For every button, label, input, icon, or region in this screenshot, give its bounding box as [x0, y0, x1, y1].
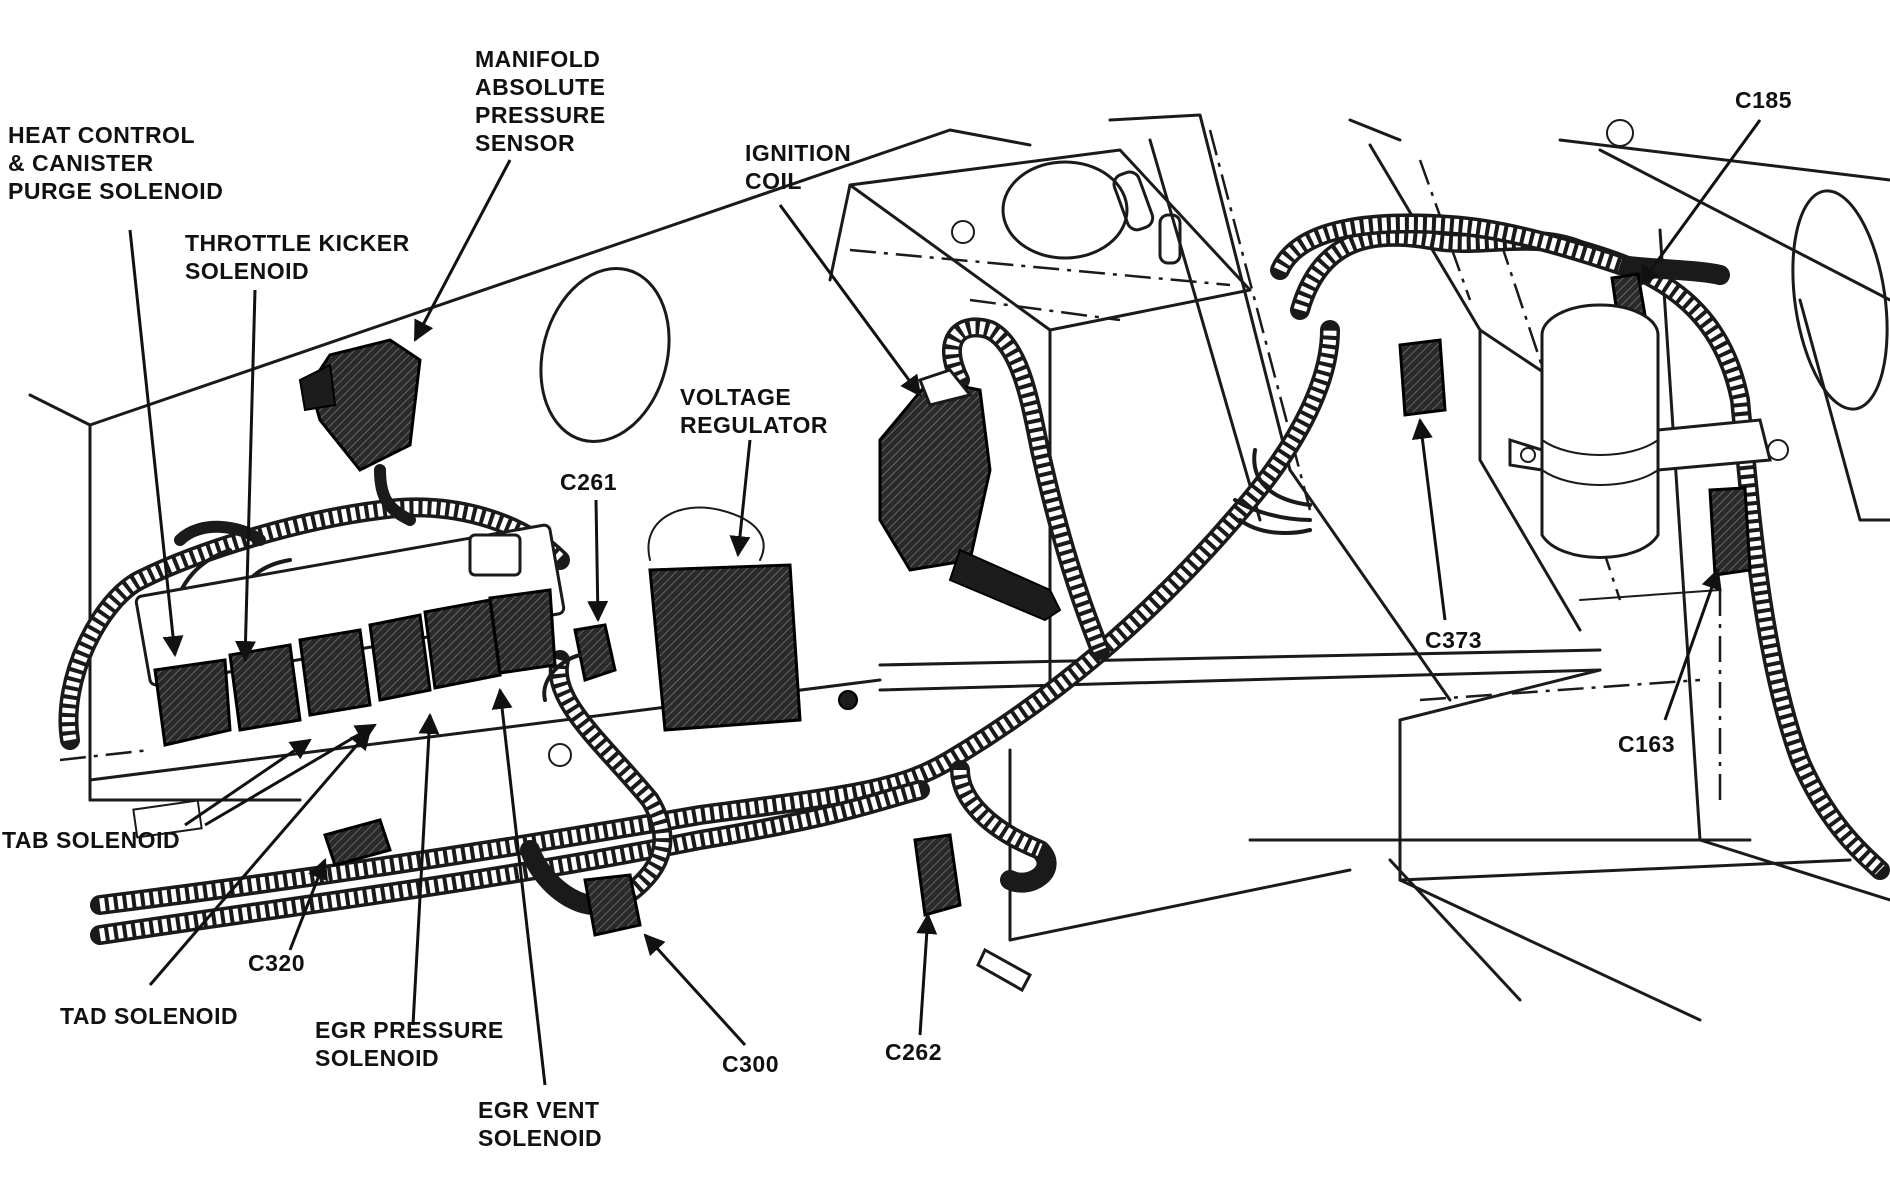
svg-text:MANIFOLD: MANIFOLD [475, 46, 600, 72]
svg-text:THROTTLE KICKER: THROTTLE KICKER [185, 230, 410, 256]
svg-text:REGULATOR: REGULATOR [680, 412, 828, 438]
label-manifold-absolute-pressure-sensor: MANIFOLD ABSOLUTE PRESSURE SENSOR [475, 46, 606, 156]
label-c262: C262 [885, 1039, 942, 1065]
label-tad-solenoid: TAD SOLENOID [60, 1003, 238, 1029]
canister [1508, 303, 1772, 559]
ignition-coil [878, 368, 1062, 622]
label-egr-vent-solenoid: EGR VENT SOLENOID [478, 1097, 602, 1151]
label-c261: C261 [560, 469, 617, 495]
label-heat-control-canister-purge-solenoid: HEAT CONTROL & CANISTER PURGE SOLENOID [8, 122, 223, 204]
c373-connector [1398, 338, 1447, 417]
leader-lines [128, 119, 1762, 1086]
label-c373: C373 [1425, 627, 1482, 653]
svg-text:EGR VENT: EGR VENT [478, 1097, 600, 1123]
c262-connector [913, 833, 1033, 993]
svg-text:SOLENOID: SOLENOID [185, 258, 309, 284]
label-ignition-coil: IGNITION COIL [745, 140, 851, 194]
svg-text:SENSOR: SENSOR [475, 130, 575, 156]
label-c320: C320 [248, 950, 305, 976]
svg-text:PRESSURE: PRESSURE [475, 102, 606, 128]
main-wiring-harness [58, 213, 1890, 945]
c320-connector [323, 818, 392, 867]
c300-connector [583, 873, 642, 937]
c163-connector [1708, 486, 1752, 577]
svg-text:SOLENOID: SOLENOID [478, 1125, 602, 1151]
label-egr-pressure-solenoid: EGR PRESSURE SOLENOID [315, 1017, 504, 1071]
label-c185: C185 [1735, 87, 1792, 113]
svg-text:EGR PRESSURE: EGR PRESSURE [315, 1017, 504, 1043]
svg-text:HEAT CONTROL: HEAT CONTROL [8, 122, 195, 148]
svg-text:PURGE SOLENOID: PURGE SOLENOID [8, 178, 223, 204]
label-tab-solenoid: TAB SOLENOID [2, 827, 180, 853]
svg-text:ABSOLUTE: ABSOLUTE [475, 74, 606, 100]
label-throttle-kicker-solenoid: THROTTLE KICKER SOLENOID [185, 230, 410, 284]
label-c300: C300 [722, 1051, 779, 1077]
svg-text:VOLTAGE: VOLTAGE [680, 384, 791, 410]
voltage-regulator [647, 506, 858, 732]
vehicle-body-outline [28, 113, 1890, 1022]
svg-text:COIL: COIL [745, 168, 802, 194]
label-c163: C163 [1618, 731, 1675, 757]
manifold-absolute-pressure-sensor [298, 338, 422, 472]
svg-text:& CANISTER: & CANISTER [8, 150, 154, 176]
c261-connector [542, 623, 617, 702]
svg-text:IGNITION: IGNITION [745, 140, 851, 166]
svg-text:SOLENOID: SOLENOID [315, 1045, 439, 1071]
label-voltage-regulator: VOLTAGE REGULATOR [680, 384, 828, 438]
